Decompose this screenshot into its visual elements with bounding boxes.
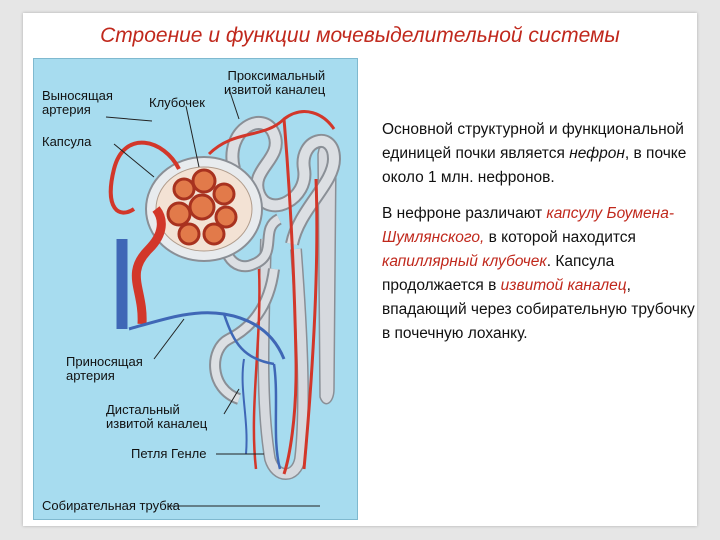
label-collecting-duct: Собирательная трубка: [42, 498, 180, 513]
label-capsule: Капсула: [42, 134, 92, 149]
vein-shapes: [116, 239, 286, 470]
label-distal-tubule: Дистальный извитой каналец: [106, 402, 208, 431]
artery-shapes: [108, 110, 336, 475]
nephron-figure: Выносящая артерия Клубочек Проксимальный…: [33, 58, 358, 520]
p2-text-c: в которой находится: [484, 229, 636, 246]
label-proximal-tubule: Проксимальный извитой каналец: [224, 68, 326, 97]
label-henle-loop: Петля Генле: [131, 446, 207, 461]
p2-text-g: , впадающий через собирательную трубочку…: [382, 277, 695, 342]
p2-text-a: В нефроне различают: [382, 205, 547, 222]
label-glomerulus: Клубочек: [149, 95, 205, 110]
paragraph-structure: В нефроне различают капсулу Боумена-Шумл…: [382, 202, 707, 346]
body-text: Основной структурной и функциональной ед…: [382, 118, 707, 358]
term-bowman-capsule: капсулу Боумена-Шумлянского,: [382, 205, 674, 246]
glomerulus-shape: [166, 168, 238, 246]
paragraph-nephron: Основной структурной и функциональной ед…: [382, 118, 707, 190]
p1-text-a: Основной структурной и функциональной ед…: [382, 121, 684, 162]
label-afferent-artery: Приносящая артерия: [66, 354, 143, 383]
term-convoluted-tubule: извитой каналец: [500, 277, 627, 294]
term-capillary-glomerulus: капиллярный клубочек: [382, 253, 547, 270]
nephron-illustration: [105, 88, 342, 507]
slide-title: Строение и функции мочевыделительной сис…: [100, 24, 620, 47]
label-efferent-artery: Выносящая артерия: [42, 88, 113, 117]
p1-text-c: , в почке около 1 млн. нефронов.: [382, 145, 687, 186]
label-leader-lines: [105, 88, 320, 507]
p2-text-e: . Капсула продолжается в: [382, 253, 615, 294]
term-nephron: нефрон: [569, 145, 625, 162]
